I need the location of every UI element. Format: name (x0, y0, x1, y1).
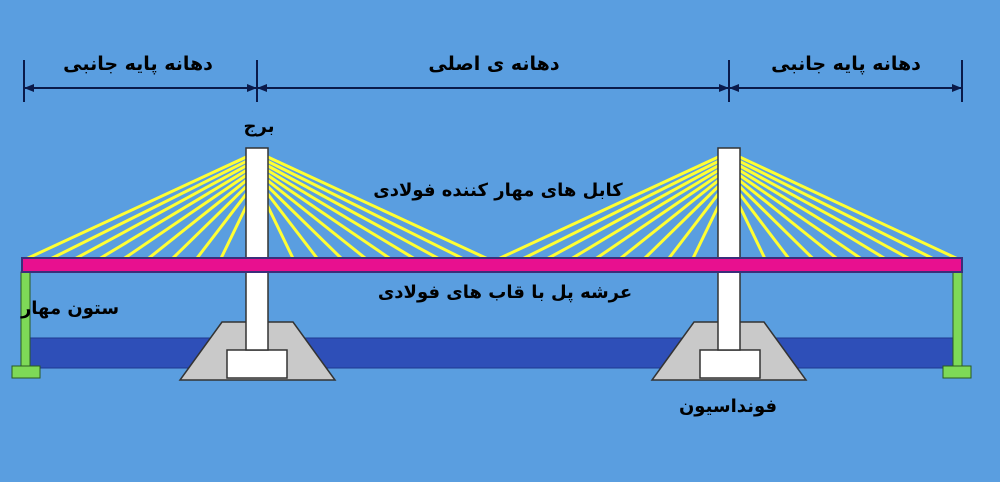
bridge-deck (21, 257, 963, 273)
stay-cable (255, 158, 441, 261)
stay-cable (255, 162, 417, 261)
main-span-label: دهانه ی اصلی (428, 53, 559, 75)
stay-cable (569, 162, 731, 261)
stay-cable (121, 166, 259, 261)
anchor-pier-base-right (942, 365, 972, 379)
stay-cable (146, 170, 259, 261)
arrow-head-icon (247, 84, 257, 92)
foundation-label: فونداسیون (679, 396, 777, 417)
anchor-pier-right (952, 271, 963, 369)
stay-cable (727, 170, 839, 261)
stay-cable (496, 150, 731, 261)
dimension-line (23, 60, 963, 102)
tower-right (717, 147, 741, 351)
stay-cable (24, 150, 259, 261)
stay-cable (727, 158, 912, 261)
stay-cable (618, 170, 731, 261)
stay-cable (727, 162, 888, 261)
arrow-head-icon (257, 84, 267, 92)
stay-cables (24, 150, 960, 261)
stay-cable (545, 158, 731, 261)
stay-cable (255, 174, 344, 261)
footing-right (699, 349, 761, 379)
arrow-head-icon (952, 84, 962, 92)
tower-left (245, 147, 269, 351)
anchor-pier-left (20, 271, 31, 369)
stay-cable (48, 154, 259, 261)
stay-cable (727, 174, 815, 261)
stay-cable (170, 174, 259, 261)
stay-cable (727, 166, 864, 261)
stay-cable (593, 166, 731, 261)
stay-cable (642, 174, 731, 261)
anchor-pier-label: ستون مهار (20, 298, 119, 319)
stay-cable (73, 158, 259, 261)
left-side-span-label: دهانه پایه جانبی (63, 53, 213, 75)
anchor-pier-base-left (11, 365, 41, 379)
stay-cable (255, 154, 466, 261)
arrow-head-icon (729, 84, 739, 92)
deck-label: عرشه پل با قاب های فولادی (378, 282, 632, 303)
cables-label: کابل های مهار کننده فولادی (373, 180, 623, 201)
stay-cable (520, 154, 731, 261)
tower-label: برج (244, 116, 275, 137)
stay-cable (97, 162, 259, 261)
stay-cable (727, 150, 960, 261)
dimension-arrows (24, 84, 962, 92)
footing-left (226, 349, 288, 379)
stay-cable (255, 170, 368, 261)
stay-cable (255, 150, 490, 261)
arrow-head-icon (719, 84, 729, 92)
arrow-head-icon (24, 84, 34, 92)
stay-cable (727, 154, 936, 261)
stay-cable (255, 166, 393, 261)
right-side-span-label: دهانه پایه جانبی (771, 53, 921, 75)
water (21, 337, 963, 369)
